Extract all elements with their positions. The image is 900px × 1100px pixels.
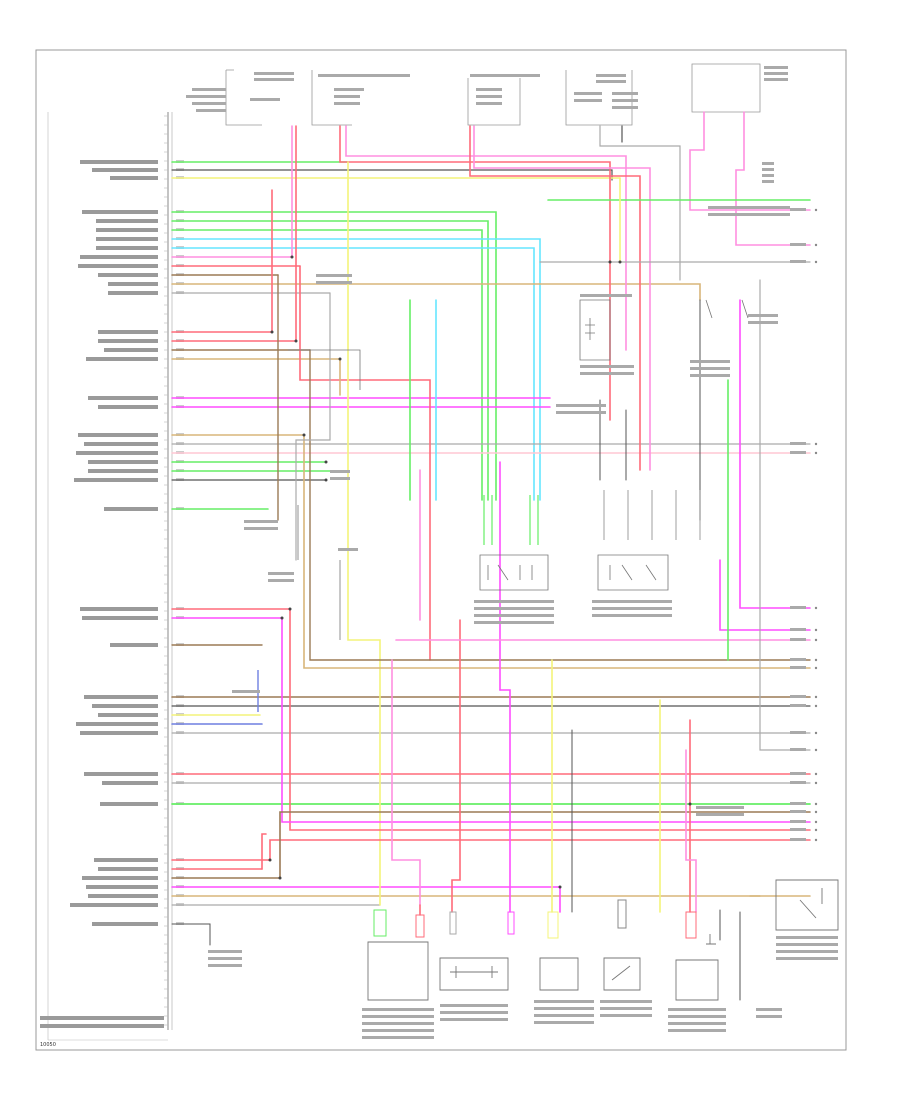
fuel-controller-box (597, 554, 669, 591)
oil-pressure-switch-contact (611, 965, 631, 981)
wire (735, 111, 811, 246)
right-edge-terminals (814, 208, 818, 842)
wire (261, 833, 267, 870)
bottom-component-connectors (373, 899, 697, 939)
fuel-controller-inner (609, 564, 657, 581)
right-edge-connectors (790, 208, 806, 841)
wire (289, 608, 811, 831)
wire (347, 161, 381, 906)
ground-coil (706, 934, 716, 945)
splice-box (288, 349, 361, 390)
throttle-position-sensor (439, 957, 509, 991)
wire (499, 689, 511, 913)
fuel-pump-relay-component (579, 299, 611, 361)
bottom-components (367, 879, 839, 1001)
vehicle-speed-sensor-inner (487, 564, 533, 581)
wire (309, 349, 811, 661)
wire (171, 211, 497, 501)
wire (281, 617, 811, 823)
wire (391, 659, 421, 906)
horizontal-wires (171, 161, 811, 946)
wire (279, 811, 811, 879)
wire (299, 265, 431, 661)
footer-code: 10050 (40, 1042, 56, 1048)
transmission-component (367, 941, 429, 1001)
coolant-temp-sensor (675, 959, 719, 1001)
bottom-component-labels (208, 206, 838, 1039)
wire (759, 279, 811, 751)
top-component-boxes (225, 63, 761, 126)
wire (451, 619, 461, 913)
wire (171, 923, 211, 946)
wire (719, 559, 811, 631)
vehicle-speed-sensor-box (479, 554, 549, 591)
wire (339, 125, 611, 421)
brake-switch-symbol (705, 299, 749, 319)
routing-wires (261, 111, 811, 1001)
mid-components (257, 299, 749, 712)
wire (473, 125, 651, 471)
connector-block-490 (483, 495, 539, 545)
wire (689, 111, 811, 211)
wire (303, 434, 811, 669)
pn-switch-contact (799, 888, 823, 919)
wire (739, 299, 811, 609)
oil-pressure-switch (603, 957, 641, 991)
connector-block-610 (603, 490, 701, 540)
crankshaft-sensor (539, 957, 579, 991)
sensor-box-300 (297, 505, 341, 640)
pcm-left-labels (40, 160, 164, 1028)
relay-coil-symbol (585, 318, 595, 340)
diagram-border (35, 49, 847, 1051)
wire (295, 292, 331, 561)
tps-inner (450, 966, 498, 978)
wire (345, 125, 627, 351)
park-neutral-switch (775, 879, 839, 931)
wire (171, 229, 483, 501)
top-component-labels (186, 66, 788, 183)
pcm-connector (47, 112, 173, 1041)
wire (469, 125, 641, 471)
wire (171, 238, 541, 501)
wire (685, 749, 697, 913)
pin-ticks (164, 115, 168, 1026)
wire (269, 839, 811, 861)
wire (599, 125, 681, 281)
splice-dots (268, 255, 692, 889)
wire (171, 283, 701, 301)
